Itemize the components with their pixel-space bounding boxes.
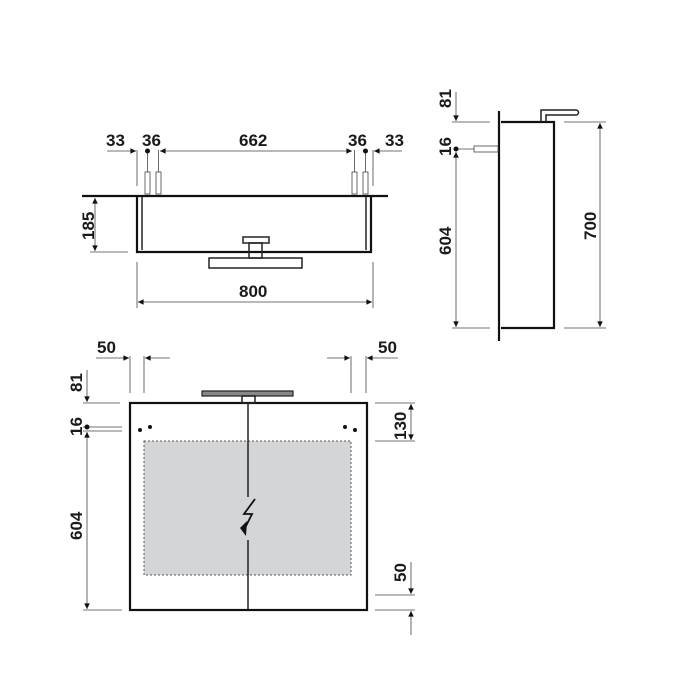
cabinet-side — [501, 120, 556, 330]
dim-front-right-inset: 50 — [378, 338, 397, 357]
lamp-arm — [540, 109, 580, 122]
cabinet-body — [135, 197, 373, 254]
top-view: 33 36 662 36 33 185 800 — [79, 131, 404, 308]
dim-front-bottom-band: 50 — [391, 563, 410, 582]
mounting-hole — [353, 428, 357, 432]
dim-side-anchor-to-bottom: 604 — [436, 226, 455, 255]
dim-front-anchor-to-bottom: 604 — [67, 511, 86, 540]
dim-anchor-distance: 662 — [239, 131, 267, 150]
dim-side-height: 700 — [581, 212, 600, 240]
wall-anchors-left — [144, 150, 162, 195]
dim-width: 800 — [239, 282, 267, 301]
wall-anchor-side — [473, 145, 499, 153]
dim-left-anchor-spacing: 36 — [142, 131, 161, 150]
dim-front-top-band: 130 — [391, 412, 410, 440]
dim-left-margin: 33 — [106, 131, 125, 150]
front-view: 50 50 81 16 604 130 50 — [67, 338, 415, 635]
dim-front-left-inset: 50 — [97, 338, 116, 357]
mounting-hole — [343, 425, 347, 429]
mounting-hole — [148, 425, 152, 429]
dim-right-margin: 33 — [385, 131, 404, 150]
mounting-hole — [138, 428, 142, 432]
dim-side-anchor-offset: 16 — [436, 137, 455, 156]
dim-depth: 185 — [79, 212, 98, 240]
dim-right-anchor-spacing: 36 — [348, 131, 367, 150]
electrical-connection-icon — [242, 498, 256, 531]
dim-front-anchor-offset: 16 — [67, 417, 86, 436]
side-view: 81 16 604 700 — [436, 89, 606, 341]
dim-front-top-offset: 81 — [67, 373, 86, 392]
wall-anchors-right — [351, 150, 374, 195]
dim-side-top-offset: 81 — [436, 89, 455, 108]
lamp-top-view — [208, 236, 303, 269]
